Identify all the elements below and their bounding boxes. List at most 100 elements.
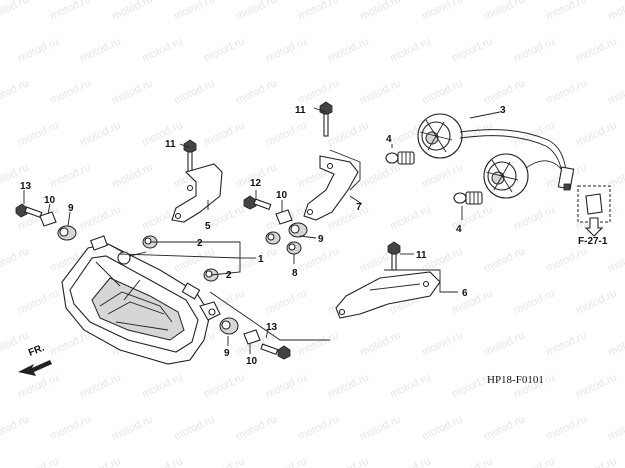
watermark-text: motod.ru	[420, 329, 464, 358]
leader-lines	[23, 107, 501, 354]
watermark-text: motod.ru	[326, 371, 370, 400]
watermark-text: motod.ru	[78, 119, 122, 148]
label-8: 8	[292, 268, 298, 279]
collar-10-mid[interactable]	[275, 209, 293, 225]
bolt-11-right[interactable]	[387, 241, 401, 271]
ref-label[interactable]: F-27-1	[578, 236, 608, 247]
watermark-text: motod.ru	[388, 455, 432, 468]
diagram-code: HP18-F0101	[487, 374, 544, 386]
grommet-9-left[interactable]	[57, 225, 77, 241]
label-2-lower: 2	[226, 270, 232, 281]
watermark-text: motod.ru	[326, 119, 370, 148]
watermark-text: motod.ru	[140, 35, 184, 64]
label-2-upper: 2	[197, 238, 203, 249]
watermark-text: motod.ru	[574, 119, 618, 148]
watermark-text: motod.ru	[0, 77, 31, 106]
socket-lower[interactable]	[483, 153, 529, 199]
watermark-text: motod.ru	[512, 287, 556, 316]
watermark-text: motod.ru	[420, 413, 464, 442]
watermark-text: motod.ru	[420, 161, 464, 190]
watermark-text: motod.ru	[482, 0, 526, 23]
watermark-text: motod.ru	[512, 455, 556, 468]
watermark-text: motod.ru	[296, 77, 340, 106]
watermark-text: motod.ru	[48, 161, 92, 190]
bolt-13-left[interactable]	[15, 203, 43, 218]
bracket-6[interactable]	[335, 271, 441, 319]
watermark-text: motod.ru	[16, 371, 60, 400]
bolt-13-lower[interactable]	[260, 343, 291, 360]
watermark-text: motod.ru	[544, 0, 588, 23]
watermark-text: motod.ru	[296, 329, 340, 358]
socket-upper[interactable]	[417, 113, 463, 159]
label-4-lower: 4	[456, 224, 462, 235]
watermark-text: motod.ru	[140, 455, 184, 468]
front-arrow	[18, 360, 52, 376]
watermark-text: motod.ru	[512, 203, 556, 232]
watermark-text: motod.ru	[172, 0, 216, 23]
watermark-text: motod.ru	[326, 455, 370, 468]
watermark-text: motod.ru	[326, 35, 370, 64]
watermark-text: motod.ru	[140, 119, 184, 148]
collar-8[interactable]	[286, 241, 302, 255]
watermark-text: motod.ru	[574, 35, 618, 64]
grommet-upper-small[interactable]	[265, 231, 281, 245]
watermark-text: motod.ru	[606, 329, 625, 358]
watermark-text: motod.ru	[234, 245, 278, 274]
bolt-12[interactable]	[243, 195, 272, 210]
watermark-text: motod.ru	[78, 35, 122, 64]
watermark-text: motod.ru	[482, 329, 526, 358]
watermark-text: motod.ru	[544, 413, 588, 442]
watermark-text: motod.ru	[16, 119, 60, 148]
watermark-text: motod.ru	[0, 245, 31, 274]
watermark-text: motod.ru	[420, 77, 464, 106]
watermark-text: motod.ru	[606, 77, 625, 106]
watermark-text: motod.ru	[172, 413, 216, 442]
label-10-left: 10	[44, 195, 56, 206]
watermark-text: motod.ru	[48, 413, 92, 442]
label-11-right: 11	[416, 250, 427, 261]
watermark-text: motod.ru	[172, 77, 216, 106]
label-13-lower: 13	[266, 322, 278, 333]
watermark-text: motod.ru	[420, 0, 464, 23]
watermark-text: motod.ru	[574, 287, 618, 316]
watermark-text: motod.ru	[264, 371, 308, 400]
label-4-upper: 4	[386, 134, 392, 145]
grommet-9-mid[interactable]	[288, 222, 308, 238]
watermark-text: motod.ru	[16, 287, 60, 316]
watermark-text: motod.ru	[202, 35, 246, 64]
watermark-text: motod.ru	[234, 413, 278, 442]
bolt-11-mid[interactable]	[319, 101, 333, 137]
collar-10-lower[interactable]	[243, 329, 261, 345]
watermark-text: motod.ru	[482, 77, 526, 106]
label-3: 3	[500, 105, 506, 116]
watermark-text: motod.ru	[48, 0, 92, 23]
watermark-text: motod.ru	[264, 455, 308, 468]
watermark-text: motod.ru	[110, 0, 154, 23]
headlight-unit[interactable]	[61, 235, 221, 365]
bracket-7[interactable]	[303, 155, 359, 221]
watermark-text: motod.ru	[202, 119, 246, 148]
watermark-text: motod.ru	[140, 371, 184, 400]
watermark-text: motod.ru	[544, 329, 588, 358]
watermark-text: motod.ru	[358, 0, 402, 23]
watermark-text: motod.ru	[202, 455, 246, 468]
label-13-left: 13	[20, 181, 32, 192]
label-11-left: 11	[165, 139, 176, 150]
watermark-text: motod.ru	[606, 413, 625, 442]
watermark-text: motod.ru	[48, 77, 92, 106]
watermark-text: motod.ru	[16, 35, 60, 64]
label-1: 1	[258, 254, 264, 265]
wire-harness[interactable]	[459, 129, 575, 191]
watermark-text: motod.ru	[358, 413, 402, 442]
bracket-5[interactable]	[171, 163, 223, 223]
watermark-text: motod.ru	[574, 455, 618, 468]
bulb-4-lower[interactable]	[453, 191, 483, 205]
ref-box[interactable]	[577, 185, 611, 237]
watermark-text: motod.ru	[544, 245, 588, 274]
watermark-text: motod.ru	[296, 413, 340, 442]
grommet-9-lower[interactable]	[219, 317, 239, 335]
watermark-text: motod.ru	[110, 413, 154, 442]
bulb-4-upper[interactable]	[385, 151, 415, 165]
